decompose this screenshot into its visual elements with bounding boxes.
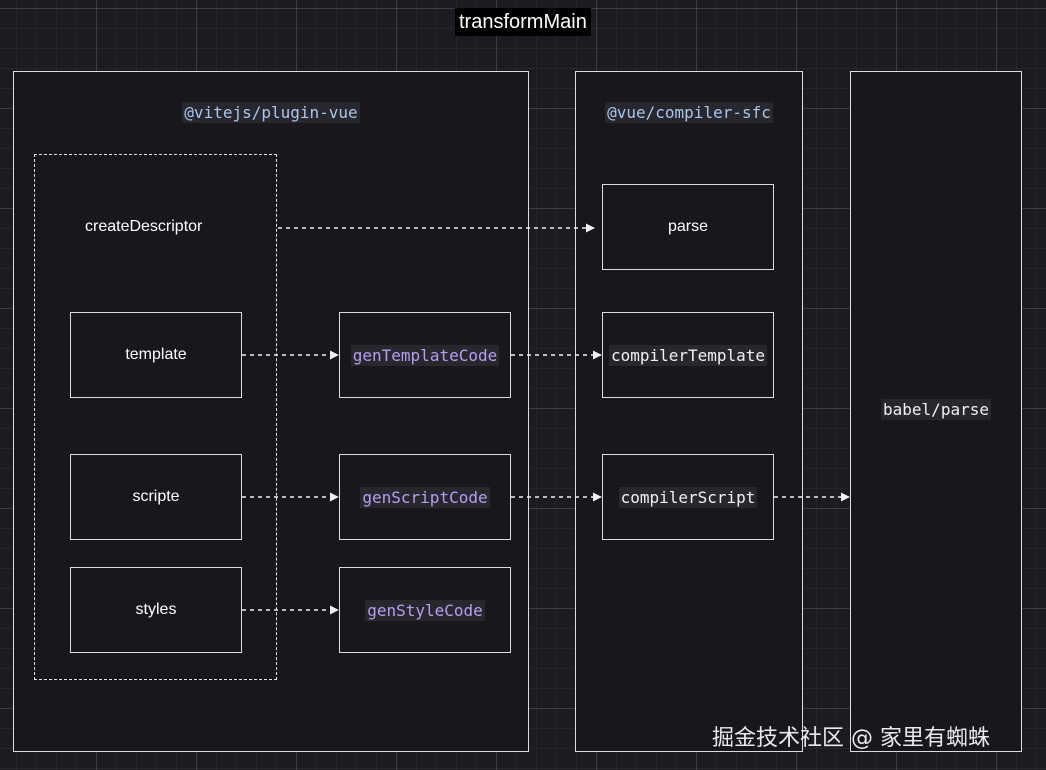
template-node: template — [70, 312, 242, 398]
styles-node: styles — [70, 567, 242, 653]
gen-style-code-label: genStyleCode — [365, 599, 485, 621]
gen-script-code-label: genScriptCode — [360, 486, 490, 508]
compiler-template-label: compilerTemplate — [608, 344, 768, 366]
scripte-node: scripte — [70, 454, 242, 540]
babel-parse-label: babel/parse — [881, 399, 991, 420]
gen-style-code-node: genStyleCode — [339, 567, 511, 653]
plugin-vue-label: @vitejs/plugin-vue — [182, 102, 360, 123]
compiler-script-label: compilerScript — [618, 486, 758, 508]
compiler-sfc-label: @vue/compiler-sfc — [605, 102, 773, 123]
gen-template-code-label: genTemplateCode — [350, 344, 500, 366]
template-label: template — [125, 346, 187, 363]
styles-label: styles — [135, 601, 177, 618]
watermark: 掘金技术社区 @ 家里有蜘蛛 — [712, 726, 990, 751]
parse-label: parse — [667, 218, 709, 235]
gen-script-code-node: genScriptCode — [339, 454, 511, 540]
create-descriptor-label: createDescriptor — [85, 218, 203, 235]
compiler-sfc-panel — [575, 71, 803, 752]
scripte-label: scripte — [132, 488, 180, 505]
diagram-title: transformMain — [455, 8, 591, 36]
gen-template-code-node: genTemplateCode — [339, 312, 511, 398]
create-descriptor-group — [34, 154, 277, 680]
parse-node: parse — [602, 184, 774, 270]
compiler-script-node: compilerScript — [602, 454, 774, 540]
compiler-template-node: compilerTemplate — [602, 312, 774, 398]
